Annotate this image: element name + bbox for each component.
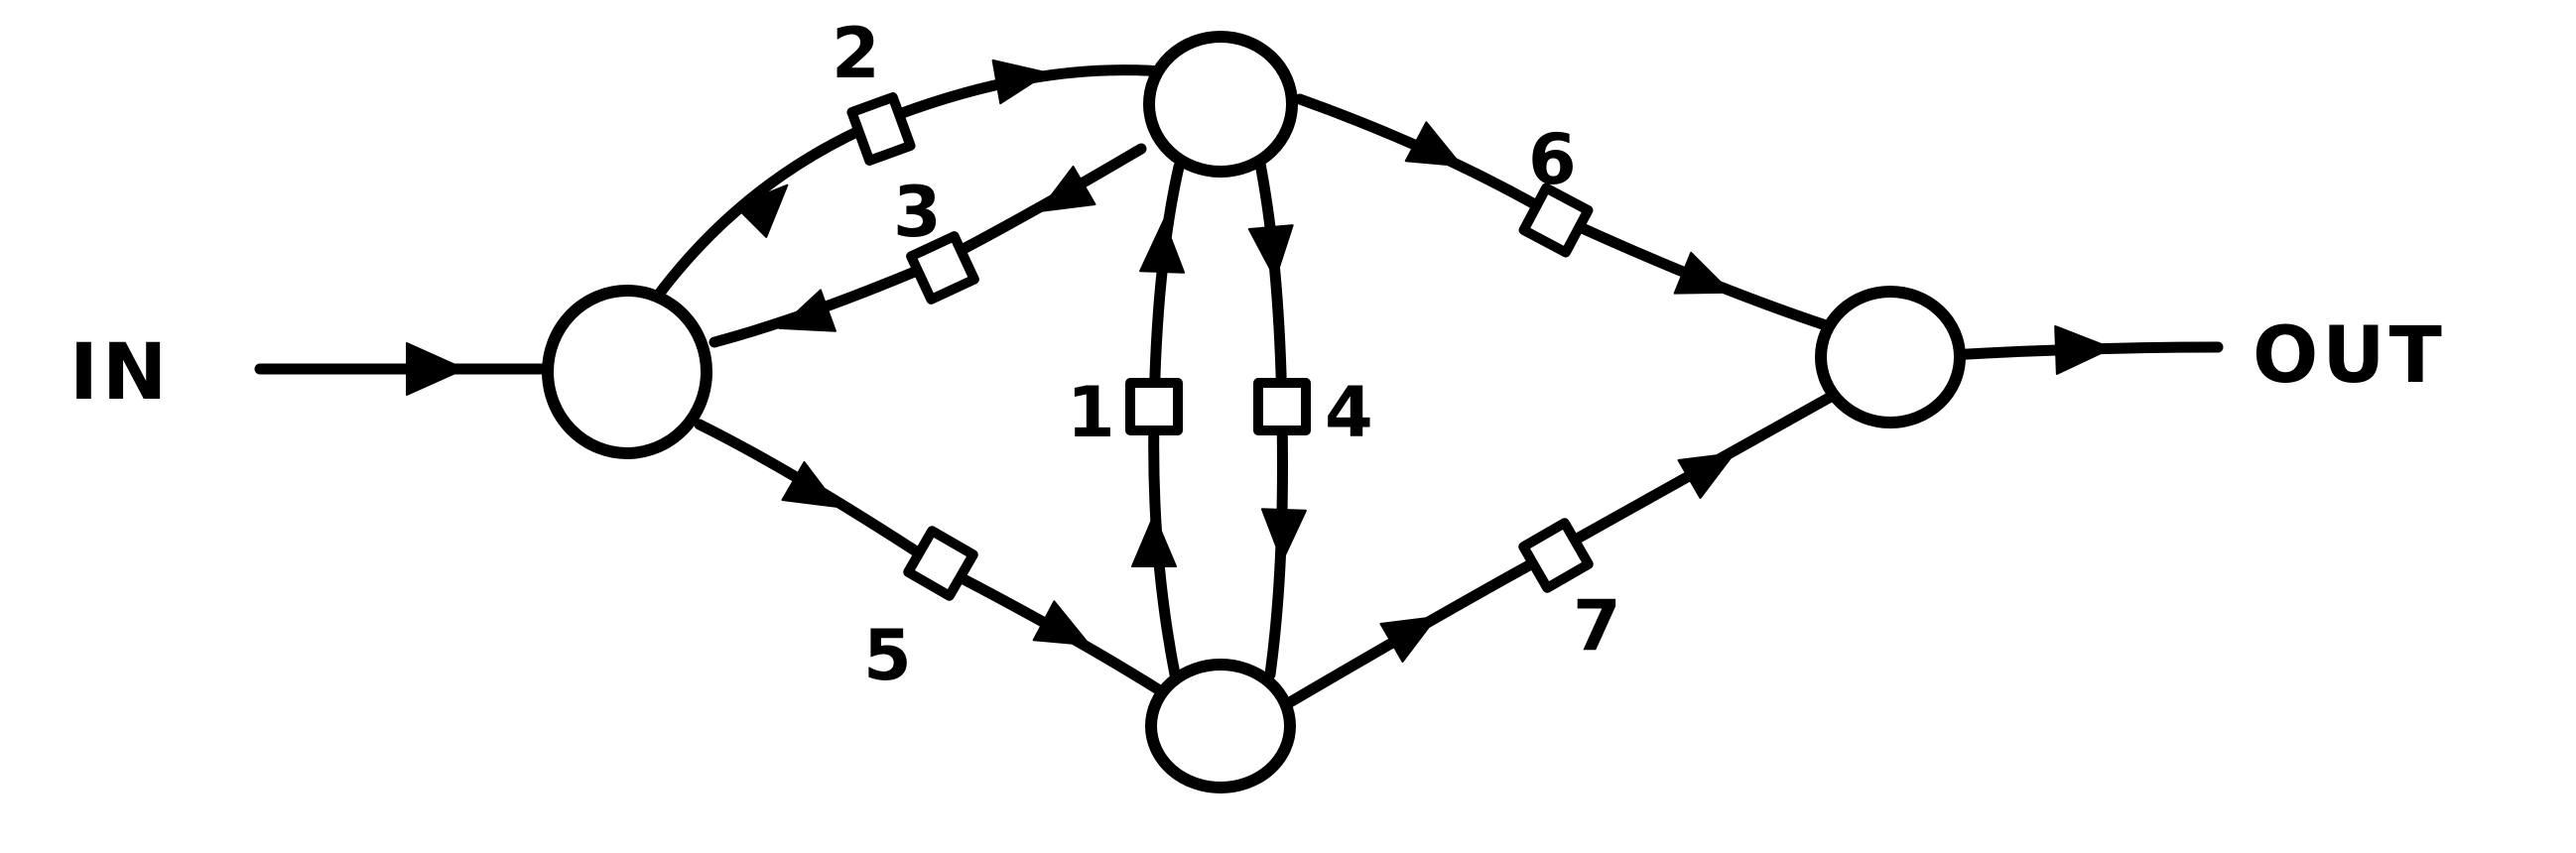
nodes — [542, 31, 1966, 793]
arrowhead-switch-3-a — [1038, 165, 1096, 212]
node-bottom — [1145, 659, 1296, 793]
switch-box-7 — [1518, 518, 1594, 593]
label-switch-5: 5 — [863, 615, 912, 696]
switch-box-5 — [903, 526, 978, 601]
arrowhead-switch-2-a — [734, 183, 789, 238]
switch-box-1 — [1125, 378, 1183, 435]
labels: IN OUT 1 2 3 4 5 6 7 — [69, 13, 2446, 696]
label-out: OUT — [2253, 311, 2446, 401]
switch-box-2 — [846, 92, 916, 166]
arrowhead-switch-1-b — [1139, 219, 1186, 274]
switch-box-3 — [906, 231, 979, 305]
label-switch-4: 4 — [1325, 372, 1373, 453]
arrowhead-switch-6-b — [1673, 251, 1733, 295]
arrowhead-switch-7-b — [1677, 452, 1736, 500]
arrowhead-out — [2054, 324, 2113, 375]
node-right — [1815, 286, 1966, 428]
node-top — [1143, 31, 1298, 178]
switch-box-6 — [1518, 183, 1594, 258]
arrowhead-switch-3-b — [778, 289, 837, 332]
label-switch-1: 1 — [1067, 372, 1115, 453]
arrowhead-in — [406, 342, 465, 396]
arrowhead-switch-5-b — [1032, 600, 1091, 647]
node-left — [542, 285, 712, 459]
arrowheads — [406, 59, 2113, 664]
label-switch-3: 3 — [893, 172, 942, 253]
label-switch-2: 2 — [832, 13, 880, 94]
arrowhead-switch-7-a — [1379, 616, 1438, 664]
arrowhead-switch-4-a — [1247, 224, 1294, 280]
arrowhead-switch-6-a — [1404, 121, 1463, 168]
arrowhead-switch-5-a — [781, 460, 839, 508]
arrowhead-switch-1-a — [1131, 514, 1177, 567]
arrowhead-switch-4-b — [1260, 508, 1307, 562]
label-switch-7: 7 — [1573, 585, 1621, 667]
label-switch-6: 6 — [1528, 119, 1577, 200]
label-in: IN — [69, 328, 171, 418]
switch-boxes — [846, 92, 1594, 601]
arrowhead-switch-2-b — [991, 59, 1049, 105]
switch-box-4 — [1253, 378, 1311, 435]
